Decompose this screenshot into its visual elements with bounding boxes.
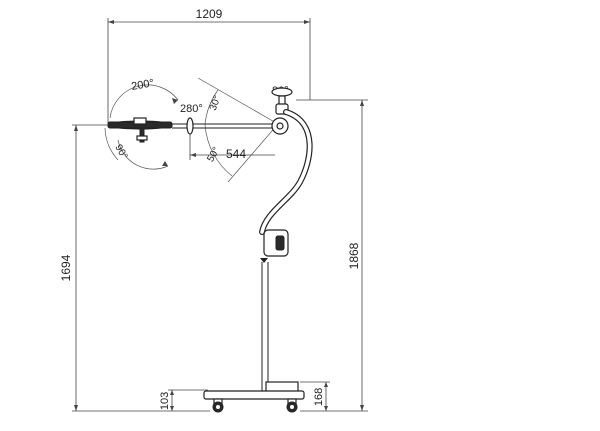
- vertical-pole: [261, 262, 269, 392]
- head-rotation-top-label: 200°: [130, 77, 155, 93]
- dimension-caster-height: 168: [300, 381, 330, 411]
- dimension-overall-height: 1868: [296, 99, 368, 412]
- dimension-total-reach: 1209: [107, 7, 311, 123]
- handle: [260, 229, 289, 263]
- head-rotation-side-label: 280°: [180, 103, 203, 115]
- casters: [212, 401, 298, 413]
- overall-height-label: 1868: [347, 242, 361, 269]
- gooseneck-pole: [259, 109, 313, 235]
- caster-height-label: 168: [313, 388, 325, 406]
- lamp-base: [203, 381, 305, 405]
- dimension-arm-length: 544: [189, 120, 275, 161]
- arm-up-angle-label: 30°: [208, 94, 224, 112]
- lamp-head: [107, 117, 173, 143]
- arm-length-label: 544: [226, 147, 246, 161]
- head-tilt-label: 90°: [112, 143, 129, 162]
- dimension-pole-height: 1694: [59, 124, 210, 412]
- pole-height-label: 1694: [59, 254, 73, 281]
- dimension-base-height: 103: [159, 389, 208, 411]
- total-reach-label: 1209: [196, 7, 223, 21]
- horizontal-arm: [172, 117, 289, 135]
- arm-down-angle-label: 50°: [205, 145, 222, 164]
- base-height-label: 103: [159, 392, 171, 410]
